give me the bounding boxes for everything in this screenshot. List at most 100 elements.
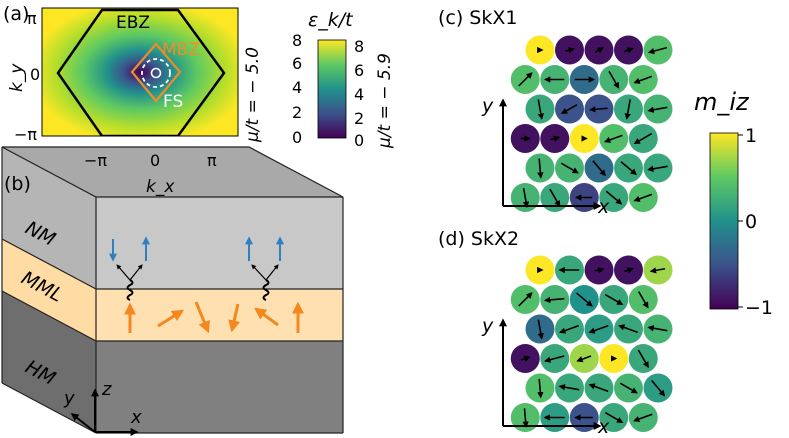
spin-arrow — [618, 324, 638, 334]
energy-colorbar-left-ticks: 8 6 4 2 0 — [292, 31, 302, 147]
svg-text:2: 2 — [354, 109, 364, 128]
svg-text:8: 8 — [292, 31, 302, 50]
spin-arrow — [549, 188, 561, 208]
spin-arrow — [604, 411, 624, 424]
kx-tick-0: 0 — [150, 151, 160, 170]
spin-arrow — [565, 47, 575, 54]
mu-right-label: μ/t = − 5.9 — [375, 53, 395, 149]
spin-arrow — [624, 267, 634, 274]
spin-arrow — [588, 383, 609, 393]
spin-arrow — [605, 190, 623, 205]
spin-arrow — [537, 99, 544, 120]
spin-arrow — [560, 103, 578, 115]
kx-tick-neg-pi: −π — [84, 151, 107, 170]
spin-arrow — [594, 47, 604, 54]
spin-arrow — [603, 134, 623, 143]
svg-text:0: 0 — [292, 128, 302, 147]
panel-c-label: (c) SkX1 — [438, 7, 517, 29]
axis-z-label: z — [101, 379, 112, 400]
spin-arrow — [559, 324, 579, 334]
kx-tick-pi: π — [207, 151, 217, 170]
electron-pair-right — [245, 236, 284, 301]
spin-arrow — [576, 292, 593, 307]
panel-a-label: (a) — [3, 3, 29, 25]
fs-inner-circle — [150, 67, 162, 79]
spin-arrow — [576, 355, 592, 363]
panel-d-x-label: x — [597, 416, 610, 438]
electron-pair-left — [109, 236, 150, 301]
panel-b-label: (b) — [4, 173, 31, 195]
ky-axis-label: k_y — [7, 63, 27, 92]
spin-arrow — [624, 47, 634, 54]
spin-arrow — [608, 70, 620, 89]
panel-d-y-label: y — [481, 315, 494, 337]
spin-arrow — [537, 378, 544, 399]
axis-y-label: y — [63, 388, 75, 409]
hm-left-face — [2, 291, 96, 433]
ky-tick-pi: π — [27, 9, 37, 28]
spin-arrow — [518, 72, 533, 87]
m-colorbar-title: m_iz — [694, 88, 750, 116]
spin-arrow — [537, 158, 544, 179]
layer-stack-box — [1, 146, 344, 434]
ky-tick-0: 0 — [30, 65, 40, 84]
mml-magnetic-moments — [124, 301, 304, 334]
ebz-hexagon — [56, 8, 226, 136]
svg-text:4: 4 — [292, 78, 302, 97]
fs-circle — [141, 58, 171, 88]
fs-label: FS — [163, 92, 183, 112]
spin-arrow — [594, 266, 605, 274]
spin-arrow — [647, 325, 668, 332]
axes-triad — [70, 388, 139, 436]
bz-map — [41, 7, 239, 137]
panel-d-label: (d) SkX2 — [438, 228, 519, 250]
mbz-label: MBZ — [162, 40, 200, 60]
m-colorbar — [709, 132, 739, 310]
svg-text:6: 6 — [292, 54, 302, 73]
nm-left-face — [2, 147, 96, 289]
spin-arrow — [637, 349, 649, 369]
svg-text:4: 4 — [354, 85, 364, 104]
spin-arrow — [647, 165, 668, 172]
spin-arrow — [649, 267, 666, 274]
spin-arrow — [650, 379, 666, 397]
mu-left-label: μ/t = − 5.0 — [243, 47, 263, 143]
spin-arrow — [560, 162, 579, 174]
svg-text:2: 2 — [292, 103, 302, 122]
m-colorbar-tick-neg1: −1 — [745, 297, 773, 319]
spin-arrow — [647, 106, 668, 113]
spin-arrow — [537, 319, 544, 340]
spin-arrow — [637, 291, 649, 309]
energy-colorbar — [317, 39, 347, 139]
spin-arrow — [633, 193, 653, 202]
ebz-label: EBZ — [116, 13, 150, 33]
spin-arrow — [633, 75, 653, 84]
spin-arrow — [633, 132, 653, 145]
spin-arrow — [558, 384, 580, 391]
spin-arrow — [544, 355, 565, 363]
spin-arrow — [589, 106, 608, 113]
spin-arrow — [624, 99, 631, 120]
svg-text:8: 8 — [354, 37, 364, 56]
spin-arrow — [619, 382, 638, 394]
lattice-skx1 — [510, 35, 673, 212]
mml-front-face — [96, 289, 343, 341]
m-colorbar-tick-1: 1 — [745, 125, 757, 147]
spin-arrow — [518, 292, 533, 307]
svg-text:0: 0 — [354, 131, 364, 150]
spin-arrow — [522, 187, 530, 209]
panel-c-y-label: y — [481, 95, 494, 117]
panel-d-axes — [499, 318, 602, 430]
spin-arrow — [633, 413, 653, 423]
m-colorbar-tick-0: 0 — [745, 211, 757, 233]
spin-arrow — [604, 293, 624, 306]
mml-left-face — [2, 239, 96, 341]
spin-arrow — [592, 160, 606, 177]
energy-colorbar-right-ticks: 8 6 4 2 0 — [354, 37, 364, 150]
spin-arrow — [588, 324, 609, 334]
ky-tick-neg-pi: −π — [14, 125, 37, 144]
svg-text:6: 6 — [354, 61, 364, 80]
energy-colorbar-title: ε_k/t — [308, 9, 354, 31]
lattice-skx2 — [510, 255, 673, 432]
